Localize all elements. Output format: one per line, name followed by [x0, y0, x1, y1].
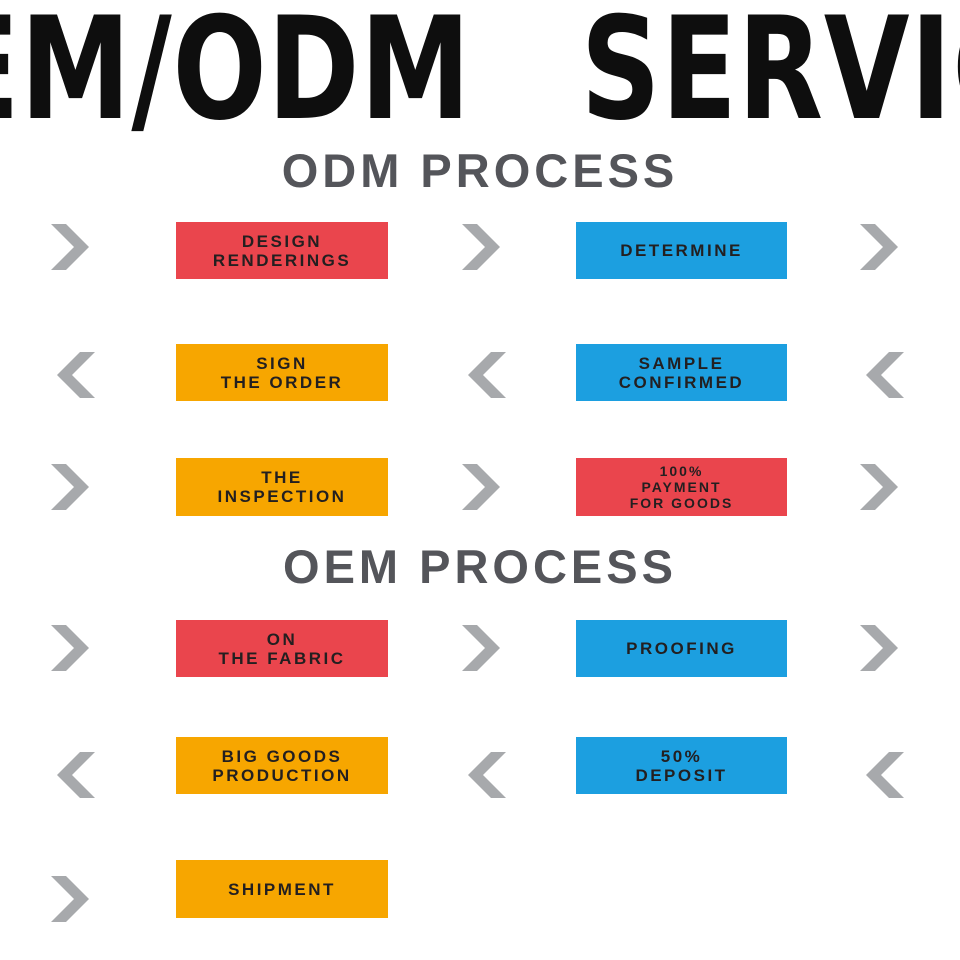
chevron-left-icon: [860, 352, 904, 398]
step-big-goods-production: BIG GOODS PRODUCTION: [176, 737, 388, 794]
chevron-right-icon: [462, 224, 506, 270]
chevron-right-icon: [860, 224, 904, 270]
step-sample-confirmed: SAMPLE CONFIRMED: [576, 344, 787, 401]
page-title: OEM/ODM SERVICE: [0, 0, 960, 140]
step-the-inspection: THE INSPECTION: [176, 458, 388, 516]
chevron-right-icon: [51, 625, 95, 671]
odm-process-heading: ODM PROCESS: [281, 144, 679, 197]
step-sign-the-order: SIGN THE ORDER: [176, 344, 388, 401]
step-determine: DETERMINE: [576, 222, 787, 279]
chevron-left-icon: [51, 352, 95, 398]
chevron-right-icon: [860, 464, 904, 510]
chevron-right-icon: [462, 625, 506, 671]
chevron-right-icon: [860, 625, 904, 671]
chevron-right-icon: [51, 876, 95, 922]
oem-process-heading: OEM PROCESS: [283, 540, 677, 593]
chevron-left-icon: [462, 352, 506, 398]
chevron-left-icon: [51, 752, 95, 798]
page-title-row: OEM/ODM SERVICE: [0, 0, 960, 140]
step-design-renderings: DESIGN RENDERINGS: [176, 222, 388, 279]
step-50-deposit: 50% DEPOSIT: [576, 737, 787, 794]
step-on-the-fabric: ON THE FABRIC: [176, 620, 388, 677]
chevron-right-icon: [462, 464, 506, 510]
step-100-payment-for-goods: 100% PAYMENT FOR GOODS: [576, 458, 787, 516]
step-proofing: PROOFING: [576, 620, 787, 677]
step-shipment: SHIPMENT: [176, 860, 388, 918]
chevron-right-icon: [51, 464, 95, 510]
chevron-left-icon: [860, 752, 904, 798]
chevron-left-icon: [462, 752, 506, 798]
chevron-right-icon: [51, 224, 95, 270]
